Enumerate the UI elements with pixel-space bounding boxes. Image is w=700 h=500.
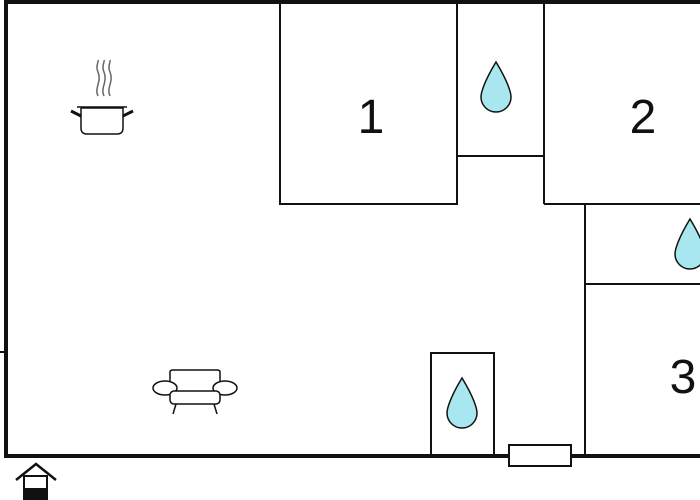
steam-line [96,59,100,97]
interior-walls [279,1,700,467]
pot-handle-right [122,109,134,118]
sofa-back [169,369,221,393]
kitchen-pot-icon [70,59,134,135]
water-drop-icon [674,217,700,270]
window-or-radiator [508,444,572,467]
outer-walls [0,0,700,458]
steam-line [108,59,112,97]
water-drop-icon [446,376,478,429]
sofa-leg [172,403,177,415]
sofa-seat [169,390,221,405]
water-drop-icon [480,60,512,113]
sofa-leg [213,403,218,415]
pot-body [80,107,124,135]
room-label-3: 3 [670,351,697,404]
pot-handle-left [70,109,82,118]
steam-line [102,59,106,97]
room-label-2: 2 [630,91,657,144]
room-label-1: 1 [358,91,385,144]
sofa-icon [152,369,238,415]
entrance-arrow-icon [15,462,57,500]
bathroom-3-outline [430,352,495,457]
